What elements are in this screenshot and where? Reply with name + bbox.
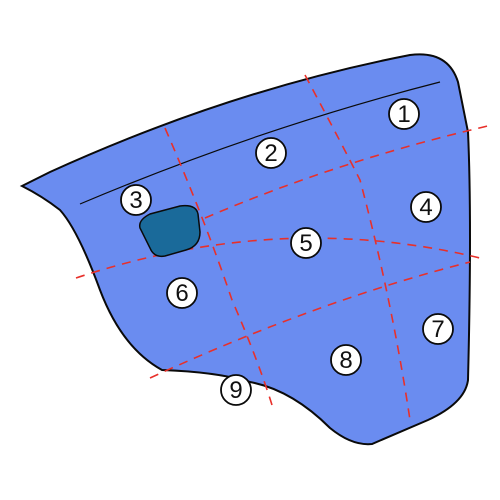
zone-grid-lines: [75, 74, 493, 421]
grid-line-vertical-right: [304, 74, 411, 421]
door-panel-body: [19, 53, 471, 446]
zone-label-7: 7: [422, 313, 454, 345]
zone-labels: 1 2 3 4 5 6 7 8 9: [120, 98, 454, 406]
zone-number: 6: [175, 280, 188, 307]
zone-number: 8: [339, 347, 352, 374]
zone-number: 5: [299, 230, 312, 257]
body-crease-line: [79, 81, 441, 205]
zone-label-4: 4: [410, 191, 442, 223]
grid-line-vertical-left: [164, 127, 273, 406]
zone-number: 7: [431, 316, 444, 343]
zone-label-circle: [166, 277, 198, 309]
zone-label-6: 6: [166, 277, 198, 309]
zone-label-circle: [330, 344, 362, 376]
zone-label-9: 9: [220, 374, 252, 406]
zone-label-2: 2: [255, 137, 287, 169]
zone-label-circle: [220, 374, 252, 406]
grid-line-horizontal-top: [204, 124, 493, 219]
zone-label-circle: [120, 184, 152, 216]
zone-label-circle: [290, 227, 322, 259]
zone-label-circle: [410, 191, 442, 223]
zone-number: 3: [129, 187, 142, 214]
zone-label-circle: [388, 98, 420, 130]
door-handle: [138, 204, 201, 258]
zone-number: 2: [264, 140, 277, 167]
zone-label-3: 3: [120, 184, 152, 216]
grid-line-horizontal-middle: [75, 237, 481, 279]
zone-label-8: 8: [330, 344, 362, 376]
zone-number: 4: [419, 194, 432, 221]
zone-label-circle: [255, 137, 287, 169]
zone-number: 9: [229, 377, 242, 404]
grid-line-horizontal-lower: [149, 261, 471, 379]
zone-number: 1: [397, 101, 410, 128]
zone-label-1: 1: [388, 98, 420, 130]
zone-label-5: 5: [290, 227, 322, 259]
zone-label-circle: [422, 313, 454, 345]
